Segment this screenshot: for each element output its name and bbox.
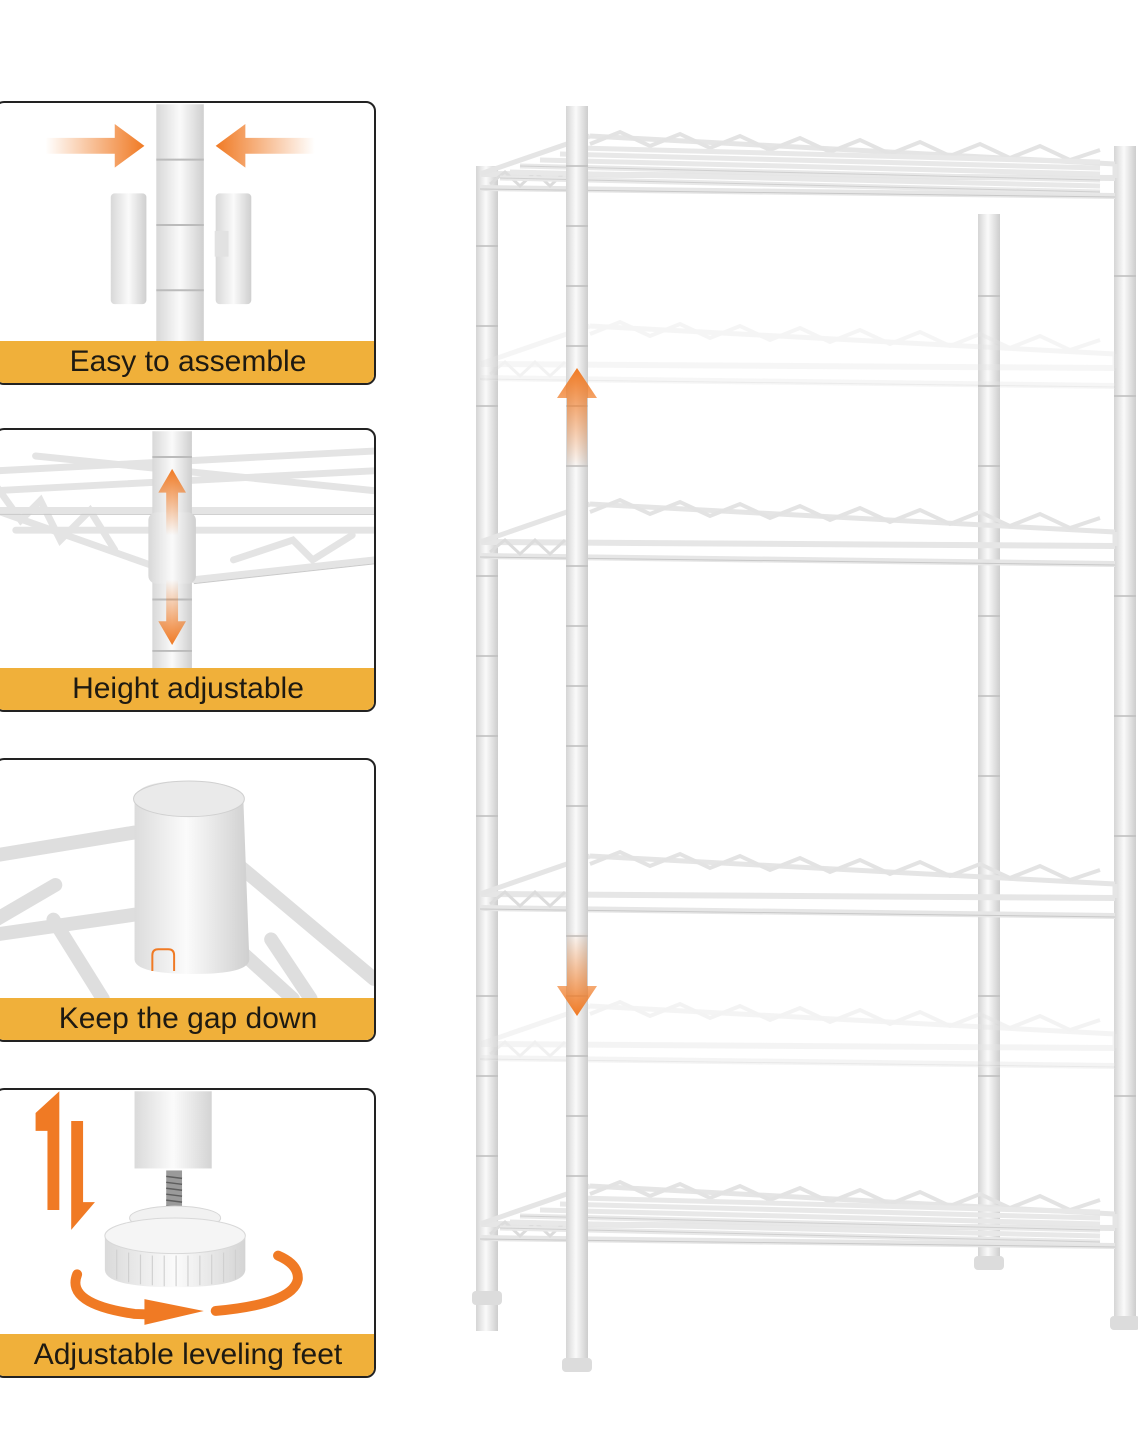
foot-back-right — [974, 1256, 1004, 1270]
sleeve-gap-icon — [0, 780, 374, 1000]
feature-panel-feet: Adjustable leveling feet — [0, 1088, 376, 1378]
feature-label: Adjustable leveling feet — [0, 1334, 374, 1376]
front-right-post — [1114, 146, 1136, 1326]
up-down-arrow-icon — [0, 431, 374, 669]
wire-shelving-unit-image — [472, 106, 1138, 1372]
feature-label: Easy to assemble — [0, 341, 374, 383]
leveling-foot-icon — [35, 1091, 303, 1325]
pole-sleeve-clip-icon — [45, 104, 315, 342]
feature-label: Keep the gap down — [0, 998, 374, 1040]
feature-panel-gap: Keep the gap down — [0, 758, 376, 1042]
feature-panel-assemble: Easy to assemble — [0, 101, 376, 385]
feature-label: Height adjustable — [0, 668, 374, 710]
shelf-down-arrow-icon — [557, 932, 597, 1016]
back-right-post — [978, 214, 1000, 1259]
feature-panel-height: Height adjustable — [0, 428, 376, 712]
shelf-up-arrow-icon — [557, 368, 597, 468]
foot-back-left — [472, 1291, 502, 1305]
front-left-post — [566, 106, 588, 1366]
foot-front-left — [562, 1358, 592, 1372]
foot-front-right — [1110, 1316, 1138, 1330]
